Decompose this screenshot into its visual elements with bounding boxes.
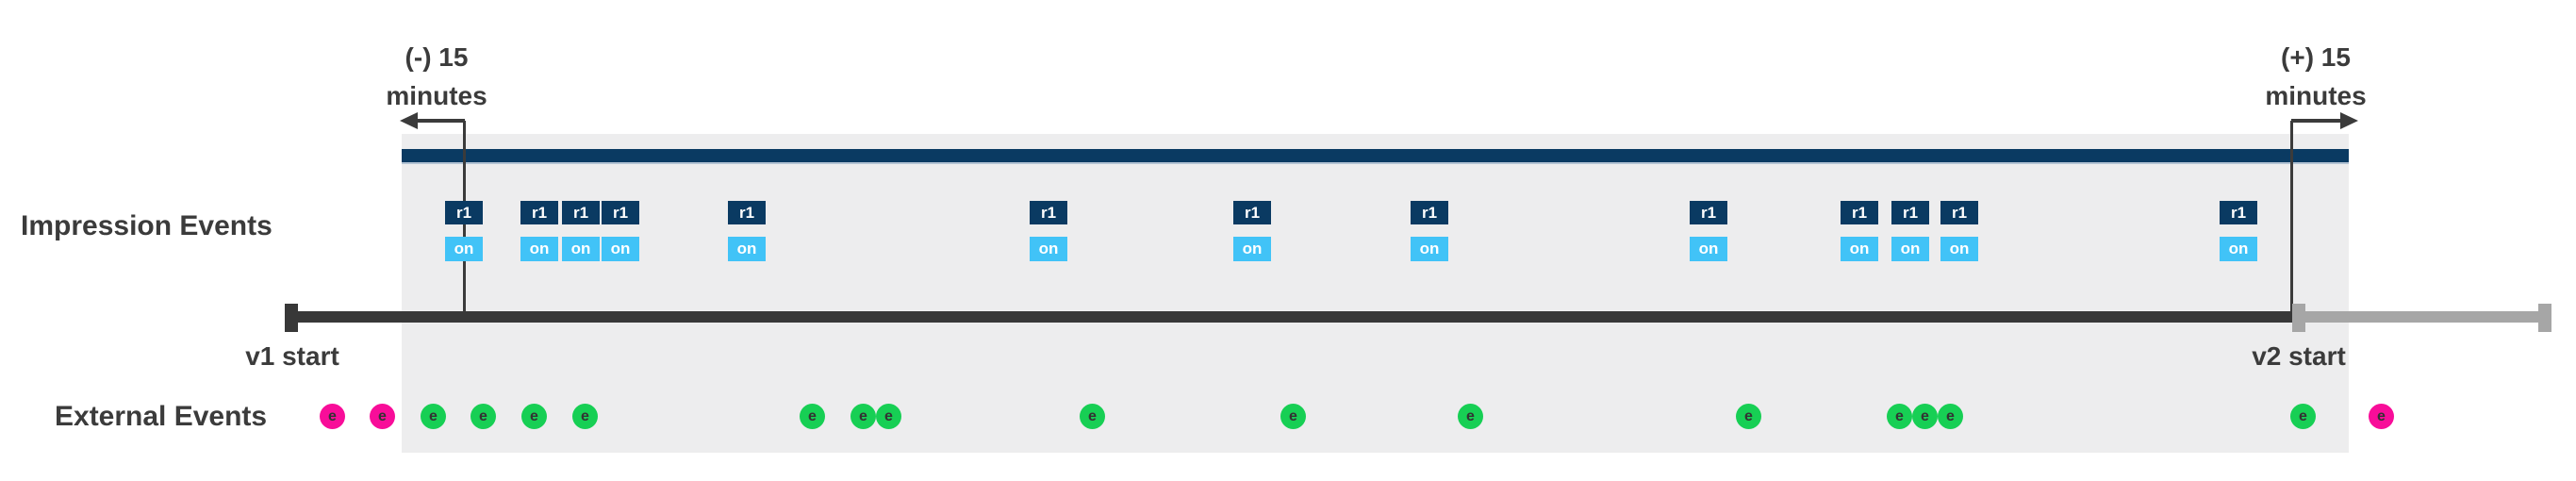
external-event-dot-green: e (1280, 404, 1306, 429)
impression-event: r1 on (1891, 201, 1929, 261)
pre-window-annotation-line2: minutes (386, 81, 487, 110)
pre-window-annotation-line1: (-) 15 (405, 42, 469, 72)
pre-window-annotation: (-) 15 minutes (333, 38, 540, 115)
right-arrowhead-icon (2340, 112, 2358, 129)
r1-box: r1 (1233, 201, 1271, 224)
external-event-dot-green: e (876, 404, 901, 429)
on-box: on (728, 237, 766, 261)
external-event-dot-green: e (1080, 404, 1105, 429)
external-event-dot-pink: e (2369, 404, 2394, 429)
on-box: on (2220, 237, 2257, 261)
on-box: on (1030, 237, 1067, 261)
external-event-dot-green: e (421, 404, 446, 429)
r1-box: r1 (562, 201, 600, 224)
external-event-dot-pink: e (320, 404, 345, 429)
r1-box: r1 (1891, 201, 1929, 224)
r1-box: r1 (1030, 201, 1067, 224)
impression-event: r1 on (1690, 201, 1727, 261)
on-box: on (1940, 237, 1978, 261)
on-box: on (602, 237, 639, 261)
external-event-dot-green: e (1938, 404, 1963, 429)
r1-box: r1 (1411, 201, 1448, 224)
impression-event: r1 on (1411, 201, 1448, 261)
impression-event: r1 on (562, 201, 600, 261)
on-box: on (1690, 237, 1727, 261)
impression-event: r1 on (1940, 201, 1978, 261)
campaign-duration-bar (402, 149, 2349, 164)
v2-start-cap (2292, 304, 2305, 332)
r1-box: r1 (1690, 201, 1727, 224)
v1-start-label: v1 start (245, 341, 339, 371)
impression-event: r1 on (520, 201, 558, 261)
post-window-arrow-line (2291, 119, 2340, 123)
external-event-dot-green: e (850, 404, 876, 429)
external-event-dot-green: e (1887, 404, 1912, 429)
r1-box: r1 (520, 201, 558, 224)
impression-event: r1 on (1841, 201, 1878, 261)
external-events-label: External Events (55, 401, 268, 432)
post-window-annotation: (+) 15 minutes (2212, 38, 2419, 115)
post-window-annotation-line1: (+) 15 (2281, 42, 2351, 72)
v2-timeline-end-cap (2538, 304, 2551, 332)
external-event-dot-green: e (572, 404, 598, 429)
v2-timeline-bar (2292, 311, 2551, 323)
on-box: on (1841, 237, 1878, 261)
external-event-dot-green: e (1736, 404, 1761, 429)
on-box: on (445, 237, 483, 261)
on-box: on (1411, 237, 1448, 261)
external-event-dot-green: e (471, 404, 496, 429)
v1-timeline-bar (290, 311, 2292, 323)
impression-events-label: Impression Events (21, 210, 272, 241)
post-window-annotation-line2: minutes (2265, 81, 2367, 110)
r1-box: r1 (2220, 201, 2257, 224)
impression-event: r1 on (1030, 201, 1067, 261)
external-event-dot-green: e (800, 404, 825, 429)
r1-box: r1 (445, 201, 483, 224)
external-event-dot-green: e (2290, 404, 2316, 429)
left-arrowhead-icon (400, 112, 418, 129)
r1-box: r1 (602, 201, 639, 224)
external-event-dot-green: e (1458, 404, 1483, 429)
v2-start-label: v2 start (2252, 341, 2346, 371)
impression-event: r1 on (1233, 201, 1271, 261)
v2-start-marker-line (2290, 121, 2293, 312)
on-box: on (562, 237, 600, 261)
r1-box: r1 (1841, 201, 1878, 224)
impression-event: r1 on (445, 201, 483, 261)
external-event-dot-green: e (521, 404, 547, 429)
on-box: on (1233, 237, 1271, 261)
v1-start-cap (285, 304, 298, 332)
pre-window-arrow-line (415, 119, 465, 123)
analysis-window-region (402, 134, 2349, 453)
on-box: on (520, 237, 558, 261)
external-event-dot-pink: e (370, 404, 395, 429)
on-box: on (1891, 237, 1929, 261)
impression-event: r1 on (728, 201, 766, 261)
external-event-dot-green: e (1912, 404, 1938, 429)
impression-event: r1 on (602, 201, 639, 261)
r1-box: r1 (1940, 201, 1978, 224)
r1-box: r1 (728, 201, 766, 224)
impression-event: r1 on (2220, 201, 2257, 261)
